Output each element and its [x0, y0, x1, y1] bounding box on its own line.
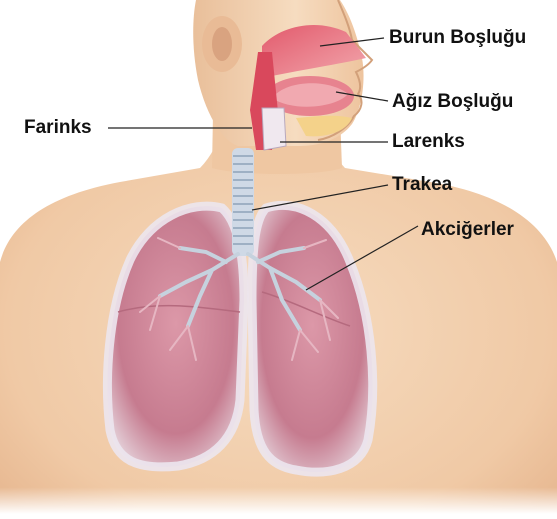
- label-burun-boslugu: Burun Boşluğu: [389, 27, 526, 49]
- label-akcigerler: Akciğerler: [421, 219, 514, 241]
- larynx: [262, 108, 286, 150]
- bottom-fade: [0, 380, 557, 514]
- label-agiz-boslugu: Ağız Boşluğu: [392, 91, 513, 113]
- label-farinks: Farinks: [24, 117, 92, 139]
- label-trakea: Trakea: [392, 174, 452, 196]
- label-larenks: Larenks: [392, 131, 465, 153]
- ear-inner: [212, 27, 232, 61]
